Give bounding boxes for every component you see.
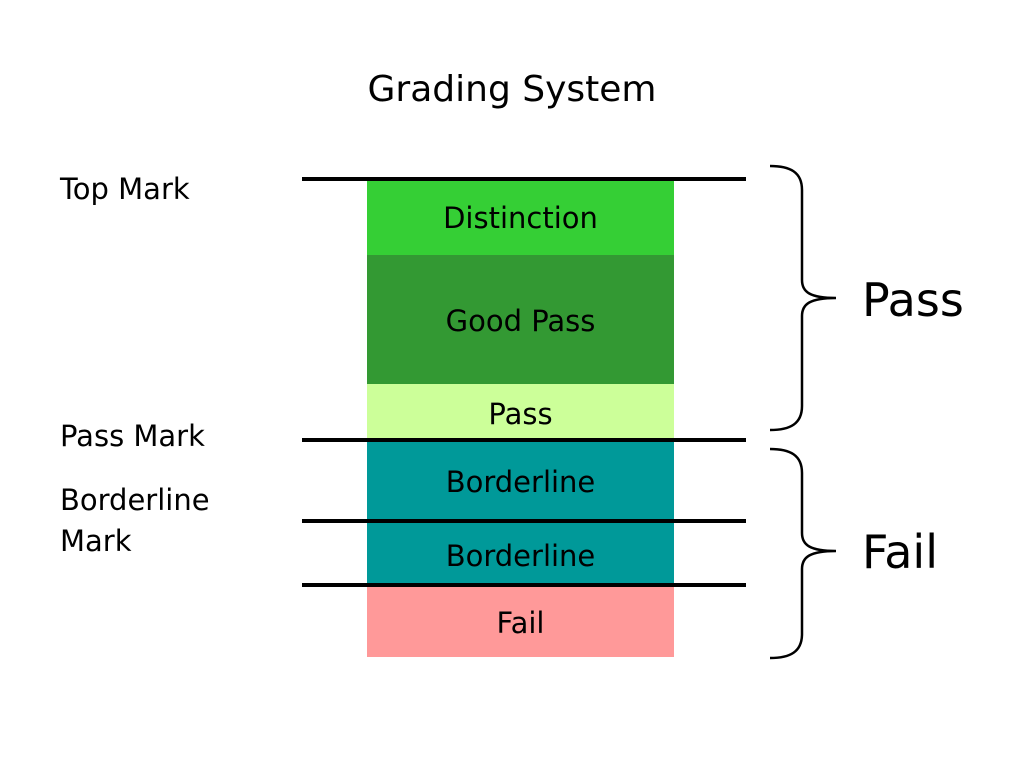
outcome-fail-label: Fail bbox=[862, 525, 938, 579]
band-good-pass: Good Pass bbox=[367, 255, 674, 384]
band-pass: Pass bbox=[367, 384, 674, 440]
pass-mark-line bbox=[302, 438, 746, 442]
band-borderline-upper: Borderline bbox=[367, 440, 674, 521]
outcome-pass-label: Pass bbox=[862, 273, 964, 327]
diagram-title: Grading System bbox=[367, 69, 657, 110]
top-mark-label: Top Mark bbox=[60, 172, 190, 206]
pass-brace bbox=[769, 164, 837, 432]
pass-mark-label: Pass Mark bbox=[60, 419, 205, 453]
top-mark-line bbox=[302, 177, 746, 181]
band-fail: Fail bbox=[367, 585, 674, 657]
borderline-mark-label-line1: Borderline bbox=[60, 483, 210, 517]
band-distinction: Distinction bbox=[367, 178, 674, 255]
fail-brace bbox=[769, 447, 837, 660]
borderline-mark-line bbox=[302, 583, 746, 587]
band-borderline-lower: Borderline bbox=[367, 521, 674, 585]
borderline-divider-line bbox=[302, 519, 746, 523]
borderline-mark-label-line2: Mark bbox=[60, 524, 132, 558]
